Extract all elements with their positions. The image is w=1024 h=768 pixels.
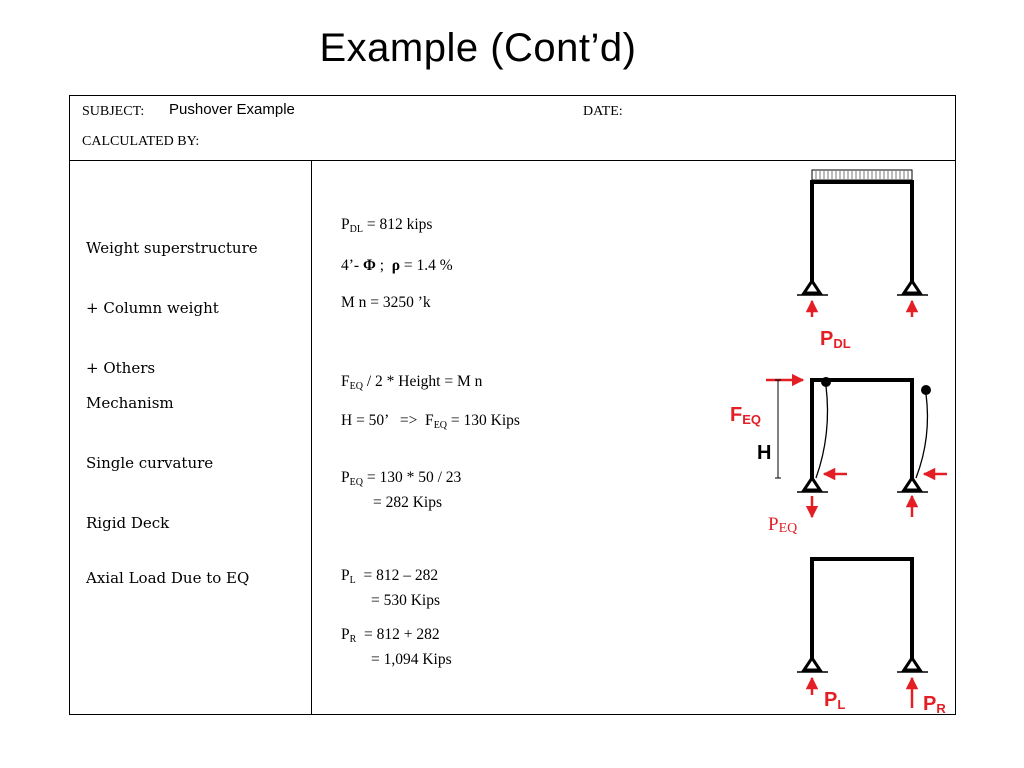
subject-value: Pushover Example bbox=[169, 101, 295, 118]
frame-axial: PL PR bbox=[797, 557, 946, 716]
header-divider bbox=[70, 160, 955, 161]
calc-pl: PL = 812 – 282= 530 Kips bbox=[341, 567, 441, 609]
date-label: DATE: bbox=[583, 104, 623, 119]
calc-sheet: SUBJECT: Pushover Example DATE: CALCULAT… bbox=[69, 95, 956, 715]
pin-support-right bbox=[901, 475, 923, 492]
left-block-mechanism: Mechanism Single curvature Rigid Deck bbox=[86, 353, 213, 573]
left-line: Axial Load Due to EQ bbox=[86, 569, 250, 587]
left-line: Weight superstructure bbox=[86, 239, 258, 257]
pin-support-right bbox=[901, 278, 923, 295]
calc-mn: M n = 3250 ’k bbox=[341, 294, 431, 311]
slide-title: Example (Cont’d) bbox=[319, 26, 637, 70]
left-line: Mechanism bbox=[86, 394, 174, 412]
left-block-weights: Weight superstructure + Column weight + … bbox=[86, 198, 258, 418]
subject-label: SUBJECT: bbox=[82, 104, 145, 119]
pin-support-left bbox=[801, 475, 823, 492]
frame-dead-load: PDL bbox=[797, 169, 928, 351]
left-line: + Column weight bbox=[86, 299, 219, 317]
calc-bars: 4’- Φ ; ρ = 1.4 % bbox=[341, 257, 453, 274]
pin-support-right bbox=[901, 655, 923, 672]
label-peq: PEQ bbox=[768, 514, 797, 536]
calc-h: H = 50’ => FEQ = 130 Kips bbox=[341, 412, 520, 431]
calc-pr: PR = 812 + 282= 1,094 Kips bbox=[341, 626, 452, 668]
pin-support-left bbox=[801, 655, 823, 672]
label-pl: PL bbox=[824, 689, 845, 712]
left-line: + Others bbox=[86, 359, 156, 377]
calc-peq: PEQ = 130 * 50 / 23= 282 Kips bbox=[341, 469, 462, 511]
left-line: Rigid Deck bbox=[86, 514, 170, 532]
calculated-by-label: CALCULATED BY: bbox=[82, 134, 200, 149]
left-line: Single curvature bbox=[86, 454, 214, 472]
label-feq: FEQ bbox=[730, 404, 761, 427]
calc-feq: FEQ / 2 * Height = M n bbox=[341, 373, 483, 392]
label-pr: PR bbox=[923, 693, 946, 716]
pin-support-left bbox=[801, 278, 823, 295]
deck-load-strip bbox=[811, 169, 913, 181]
frame-earthquake: FEQ H PEQ bbox=[730, 373, 947, 536]
label-pdl: PDL bbox=[820, 328, 851, 351]
column-divider bbox=[311, 161, 312, 715]
left-block-axial: Axial Load Due to EQ bbox=[86, 528, 249, 628]
calc-pdl: PDL = 812 kips bbox=[341, 216, 433, 235]
label-h: H bbox=[757, 442, 771, 464]
